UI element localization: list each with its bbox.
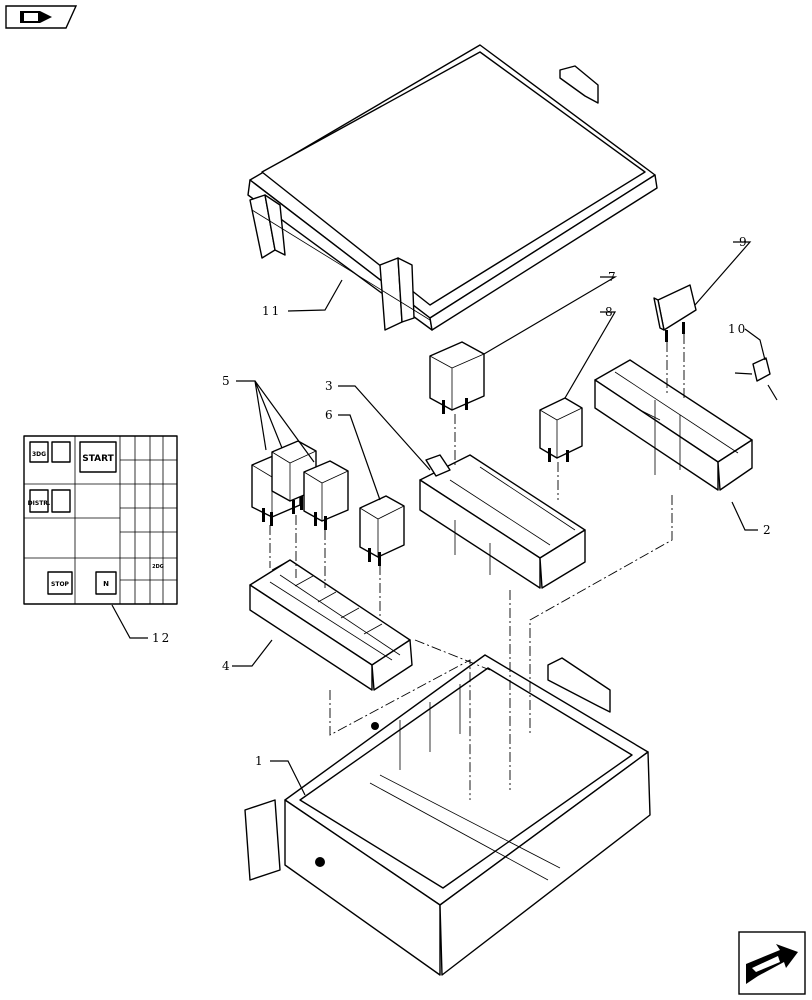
callout-10: 10	[728, 322, 747, 336]
callouts: 11 9 7 8 10 3 6 5 4 2 1 12	[152, 235, 773, 768]
relay-part-7	[429, 341, 485, 414]
relay-5c	[303, 460, 349, 530]
callout-4: 4	[222, 659, 232, 673]
relay-part-8	[539, 397, 583, 462]
callout-1: 1	[255, 754, 265, 768]
alignment-lines	[269, 334, 685, 800]
fuse-part-9	[653, 284, 697, 342]
cover-part-11	[247, 44, 658, 331]
callout-9: 9	[739, 235, 749, 249]
callout-2: 2	[763, 523, 773, 537]
relay-block-part-4	[249, 559, 413, 691]
callout-8: 8	[605, 305, 615, 319]
relays-part-5	[251, 440, 349, 530]
decal-distr: DISTR.	[28, 500, 51, 507]
fuse-grid	[271, 559, 383, 635]
next-page-arrow-icon	[746, 944, 798, 984]
decal-code-top: 3DG	[32, 451, 46, 458]
callout-11: 11	[262, 304, 281, 318]
leader-lines	[111, 241, 778, 796]
callout-7: 7	[608, 270, 618, 284]
callout-5: 5	[222, 374, 232, 388]
callout-12: 12	[152, 631, 171, 645]
decal-grid	[120, 436, 177, 604]
book-arrow-icon	[20, 11, 52, 23]
decal-neutral: N	[103, 580, 109, 588]
previous-page-button[interactable]	[5, 5, 78, 29]
fuse-part-10	[752, 357, 771, 382]
relay-part-6	[359, 495, 405, 566]
decal-part-12: START 3DG DISTR. STOP N 2DG	[23, 435, 178, 605]
decal-code-mid: 2DG	[152, 564, 164, 570]
relay-block-part-3	[419, 454, 586, 589]
base-part-1	[244, 654, 651, 976]
callout-6: 6	[325, 408, 335, 422]
decal-start: START	[82, 454, 114, 464]
decal-stop: STOP	[51, 581, 70, 588]
fuse-block-part-2	[594, 359, 753, 491]
next-page-button[interactable]	[738, 931, 806, 995]
callout-3: 3	[325, 379, 335, 393]
